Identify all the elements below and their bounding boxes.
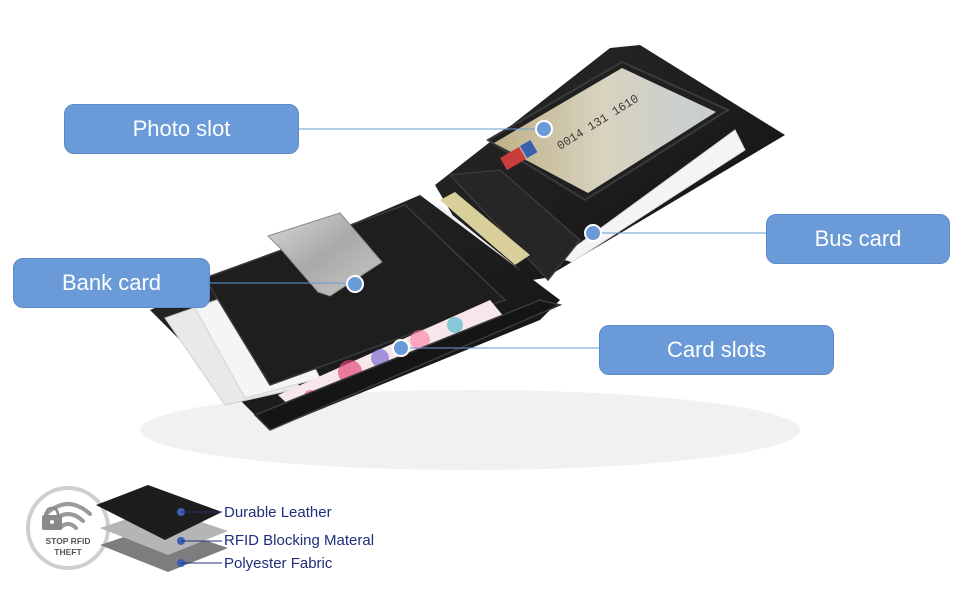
layer-label-durable-leather: Durable Leather [224, 504, 332, 521]
bank-card-callout: Bank card [13, 258, 210, 308]
card-pattern-4 [447, 317, 463, 333]
card-pattern-3 [410, 330, 430, 350]
photo-slot-callout: Photo slot [64, 104, 299, 154]
marker-bank-card [346, 275, 364, 293]
layer-label-polyester: Polyester Fabric [224, 555, 333, 572]
badge-text-line1: STOP RFID [45, 536, 91, 546]
layer-leather [96, 485, 222, 540]
card-slots-callout: Card slots [599, 325, 834, 375]
badge-text-line2: THEFT [54, 547, 82, 557]
layer-label-rfid-blocking: RFID Blocking Materal [224, 532, 375, 549]
photo-card-chip-red [500, 147, 527, 171]
bus-card-shape [558, 129, 746, 263]
marker-bus-card [584, 224, 602, 242]
gold-card [440, 192, 530, 265]
padlock-icon [42, 506, 62, 530]
bus-card-callout: Bus card [766, 214, 950, 264]
material-layers [96, 485, 228, 572]
photo-card-chip-blue [520, 140, 538, 159]
front-pocket-lip [253, 299, 563, 431]
marker-photo-slot [535, 120, 553, 138]
photo-card [494, 68, 716, 193]
marker-card-slots [392, 339, 410, 357]
